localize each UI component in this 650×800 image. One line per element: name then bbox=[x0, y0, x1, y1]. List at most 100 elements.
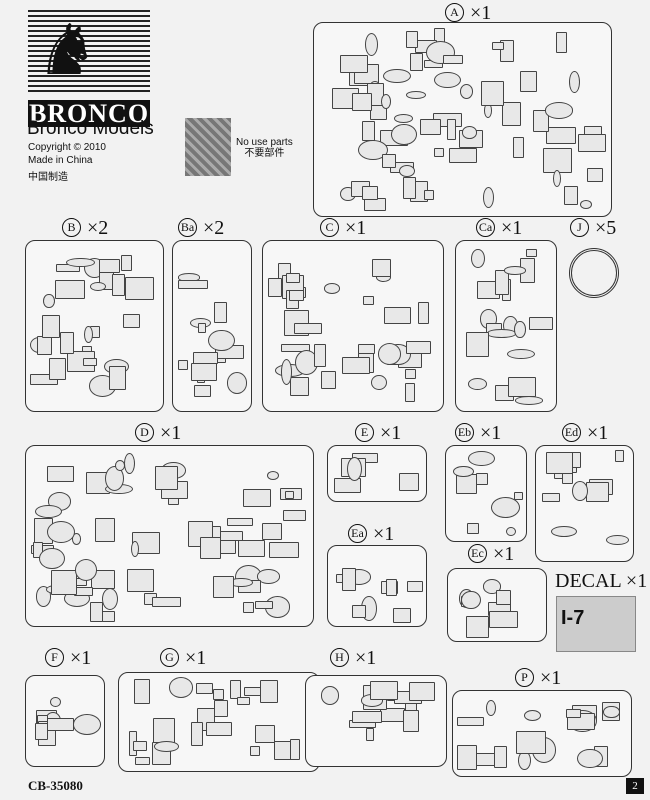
sprue-g bbox=[118, 672, 320, 772]
sprue-part bbox=[213, 576, 235, 598]
decal-text: DECAL bbox=[555, 570, 621, 592]
sprue-part bbox=[606, 534, 629, 545]
sprue-part bbox=[267, 278, 282, 297]
sprue-part bbox=[513, 136, 525, 158]
sprue-part bbox=[556, 31, 568, 53]
sprue-part bbox=[213, 700, 228, 717]
sprue-letter: Ca bbox=[476, 218, 495, 237]
sprue-part bbox=[455, 474, 478, 494]
no-use-en: No use parts bbox=[236, 137, 293, 148]
sprue-part bbox=[404, 369, 416, 380]
sprue-part bbox=[544, 102, 574, 119]
sprue-part bbox=[226, 371, 248, 394]
sprue-part bbox=[266, 471, 279, 481]
sprue-part bbox=[238, 540, 266, 557]
sprue-part bbox=[377, 343, 402, 366]
sprue-part bbox=[564, 185, 578, 206]
sprue-part bbox=[177, 280, 208, 289]
sprue-letter: E bbox=[355, 423, 374, 442]
sprue-part bbox=[123, 452, 136, 475]
sprue-part bbox=[532, 110, 550, 132]
sprue-part bbox=[402, 177, 416, 199]
sprue-part bbox=[409, 52, 423, 71]
sprue-qty: ×2 bbox=[203, 217, 225, 239]
sprue-part bbox=[405, 383, 415, 403]
sprue-a bbox=[313, 22, 612, 217]
sprue-part bbox=[408, 681, 436, 702]
sprue-part bbox=[490, 496, 521, 519]
sprue-c bbox=[262, 240, 444, 412]
sprue-qty: ×1 bbox=[480, 422, 502, 444]
company-name: Bronco Models bbox=[27, 118, 154, 139]
sprue-part bbox=[74, 587, 93, 596]
sprue-part bbox=[399, 165, 416, 178]
sprue-part bbox=[615, 450, 624, 463]
made-in: Made in China bbox=[28, 155, 93, 166]
sprue-part bbox=[386, 578, 397, 596]
sprue-part bbox=[480, 80, 505, 107]
sprue-part bbox=[314, 344, 327, 368]
sprue-ec bbox=[447, 568, 547, 642]
sprue-part bbox=[255, 725, 275, 744]
sprue-part bbox=[289, 376, 309, 396]
sprue-part bbox=[403, 710, 420, 733]
bronco-logo: ♞ BRONCO bbox=[28, 10, 150, 128]
sprue-part bbox=[434, 72, 461, 89]
sprue-qty: ×1 bbox=[185, 647, 207, 669]
sprue-part bbox=[49, 696, 62, 708]
sprue-part bbox=[37, 336, 53, 356]
sprue-p bbox=[452, 690, 632, 777]
sprue-part bbox=[372, 258, 391, 277]
made-in-cn: 中国制造 bbox=[28, 172, 68, 183]
sprue-letter: P bbox=[515, 668, 534, 687]
sprue-part bbox=[82, 358, 97, 367]
sprue-part bbox=[405, 30, 419, 49]
sprue-part bbox=[457, 745, 477, 770]
sprue-part bbox=[109, 366, 126, 391]
sprue-part bbox=[351, 92, 372, 112]
sprue-part bbox=[114, 459, 126, 472]
sprue-part bbox=[352, 605, 367, 619]
sprue-part bbox=[285, 272, 301, 283]
sprue-part bbox=[243, 489, 272, 508]
sprue-part bbox=[154, 741, 180, 752]
sprue-part bbox=[502, 101, 522, 126]
sprue-part bbox=[346, 456, 362, 482]
sprue-part bbox=[259, 679, 278, 703]
sprue-part bbox=[320, 685, 340, 705]
sprue-part bbox=[382, 153, 397, 168]
sprue-part bbox=[494, 746, 507, 769]
sprue-part bbox=[384, 306, 412, 324]
sprue-part bbox=[212, 688, 224, 701]
no-use-cn: 不要部件 bbox=[244, 148, 285, 159]
sprue-part bbox=[370, 681, 398, 700]
sprue-part bbox=[365, 728, 375, 742]
sprue-part bbox=[391, 124, 417, 146]
sprue-part bbox=[280, 359, 292, 385]
sprue-part bbox=[405, 90, 426, 100]
sprue-part bbox=[73, 714, 102, 736]
sprue-part bbox=[459, 83, 473, 100]
sprue-eb bbox=[445, 445, 527, 542]
sprue-part bbox=[153, 717, 175, 743]
sprue-part bbox=[242, 601, 254, 613]
sprue-part bbox=[506, 527, 517, 537]
sprue-part bbox=[199, 537, 222, 559]
sprue-part bbox=[47, 466, 75, 482]
decal-qty: ×1 bbox=[625, 570, 648, 592]
sprue-part bbox=[294, 322, 323, 334]
sprue-letter: J bbox=[570, 218, 589, 237]
sprue-part bbox=[514, 396, 544, 406]
sprue-part bbox=[392, 608, 411, 624]
sprue-part bbox=[492, 42, 504, 51]
sprue-part bbox=[49, 357, 66, 381]
sprue-part bbox=[506, 348, 535, 359]
sprue-letter: A bbox=[445, 3, 464, 22]
sprue-part bbox=[475, 472, 489, 486]
sprue-part bbox=[333, 477, 361, 494]
sprue-qty: ×5 bbox=[595, 217, 617, 239]
sprue-part bbox=[206, 721, 232, 737]
sprue-ca bbox=[455, 240, 557, 412]
sprue-part bbox=[468, 450, 496, 467]
sprue-letter: Ba bbox=[178, 218, 197, 237]
